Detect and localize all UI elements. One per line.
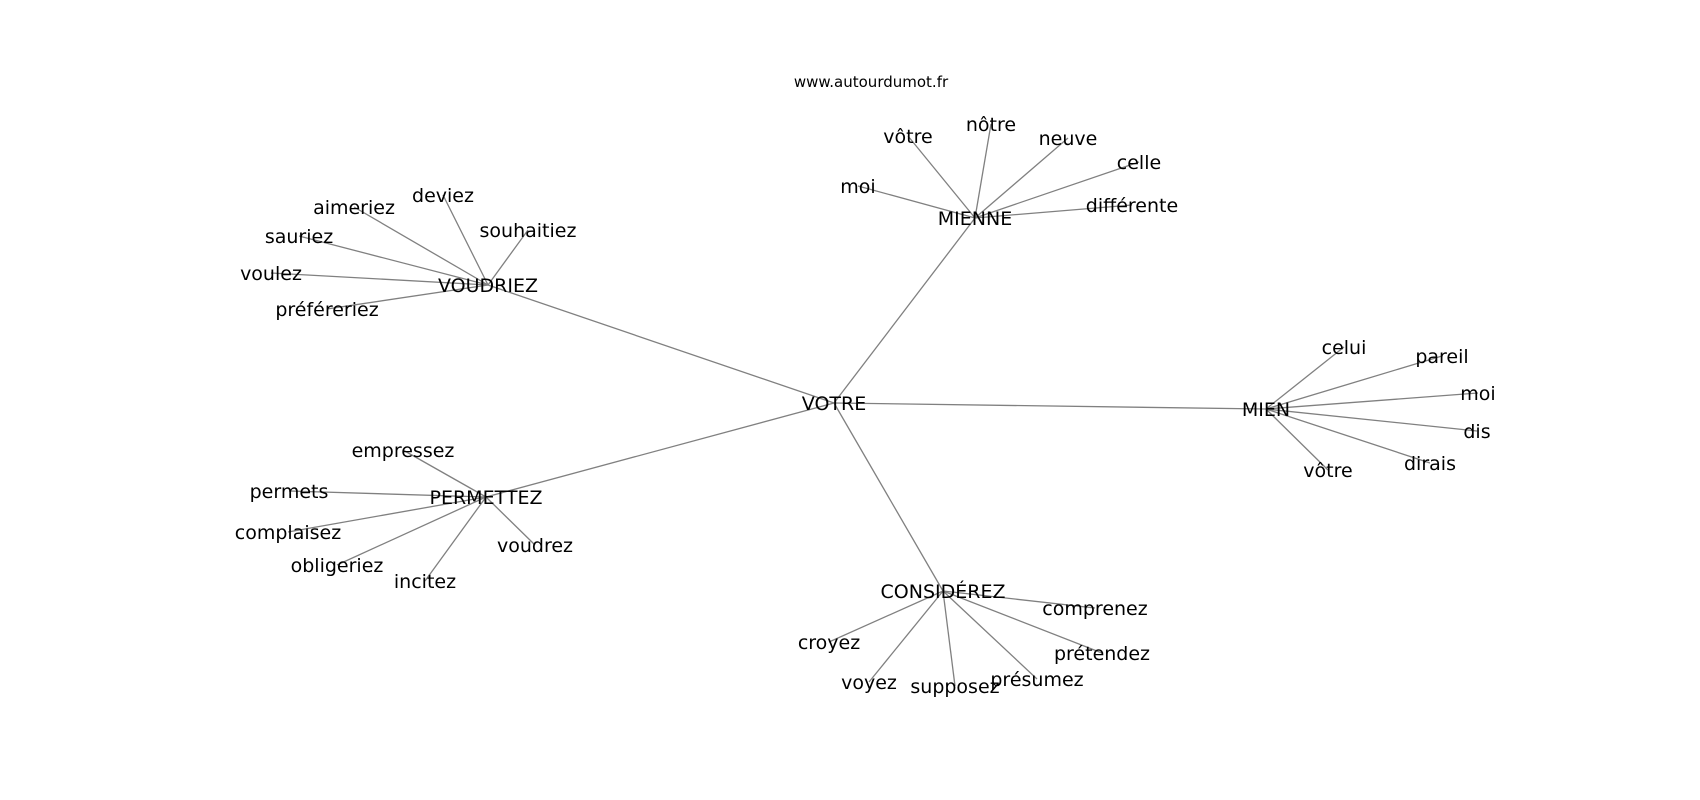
leaf-node-voudriez-prefereriez[interactable]: préféreriez xyxy=(275,299,378,321)
edge-permettez-voudrez xyxy=(485,496,536,546)
edge-considerez-comprenez xyxy=(942,590,1096,609)
edge-considerez-pretendez xyxy=(942,590,1103,654)
leaf-node-mien-celui[interactable]: celui xyxy=(1322,337,1367,359)
edge-considerez-voyez xyxy=(868,590,944,683)
leaf-node-mienne-votre[interactable]: vôtre xyxy=(883,126,932,148)
edge-center-mienne xyxy=(833,217,976,404)
leaf-node-permettez-incitez[interactable]: incitez xyxy=(394,571,456,593)
edge-voudriez-deviez xyxy=(442,194,489,286)
edge-permettez-empressez xyxy=(402,449,487,498)
leaf-node-permettez-empressez[interactable]: empressez xyxy=(352,440,455,462)
leaf-node-mienne-celle[interactable]: celle xyxy=(1117,152,1161,174)
edge-permettez-incitez xyxy=(424,496,487,582)
edge-voudriez-voulez xyxy=(270,272,489,286)
hub-node-voudriez[interactable]: VOUDRIEZ xyxy=(438,275,538,297)
leaf-node-voudriez-sauriez[interactable]: sauriez xyxy=(265,226,333,248)
leaf-node-mien-votre[interactable]: vôtre xyxy=(1303,460,1352,482)
edge-layer xyxy=(270,123,1479,687)
edge-permettez-obligeriez xyxy=(336,496,487,566)
leaf-node-permettez-permets[interactable]: permets xyxy=(250,481,329,503)
edge-mien-dis xyxy=(1265,408,1478,432)
leaf-node-mienne-neuve[interactable]: neuve xyxy=(1039,128,1098,150)
leaf-node-voudriez-souhaitiez[interactable]: souhaitiez xyxy=(480,220,577,242)
leaf-node-permettez-voudrez[interactable]: voudrez xyxy=(497,535,573,557)
leaf-node-considerez-presumez[interactable]: présumez xyxy=(990,669,1083,691)
hub-node-permettez[interactable]: PERMETTEZ xyxy=(430,487,543,509)
leaf-node-mien-dirais[interactable]: dirais xyxy=(1404,453,1456,475)
leaf-node-mien-moi[interactable]: moi xyxy=(1460,383,1495,405)
edge-mien-pareil xyxy=(1265,355,1443,410)
hub-node-considerez[interactable]: CONSIDÉREZ xyxy=(881,580,1006,603)
center-node-votre[interactable]: VOTRE xyxy=(802,393,866,415)
edge-mienne-votre xyxy=(907,135,976,219)
edge-mienne-neuve xyxy=(974,137,1069,219)
leaf-node-mienne-moi[interactable]: moi xyxy=(840,176,875,198)
edge-mien-moi xyxy=(1265,392,1479,410)
site-watermark: www.autourdumot.fr xyxy=(794,73,949,91)
hub-node-mien[interactable]: MIEN xyxy=(1242,399,1290,421)
edge-considerez-presumez xyxy=(942,590,1038,680)
leaf-node-mienne-differente[interactable]: différente xyxy=(1086,195,1178,217)
leaf-node-considerez-comprenez[interactable]: comprenez xyxy=(1042,598,1147,620)
leaf-node-permettez-complaisez[interactable]: complaisez xyxy=(235,522,341,544)
leaf-node-mienne-notre[interactable]: nôtre xyxy=(966,114,1016,136)
leaf-node-mien-pareil[interactable]: pareil xyxy=(1415,346,1468,368)
edge-voudriez-prefereriez xyxy=(326,284,489,310)
edge-center-voudriez xyxy=(487,284,835,404)
edge-mien-celui xyxy=(1265,346,1345,410)
edge-mien-votre xyxy=(1265,408,1329,471)
edge-voudriez-sauriez xyxy=(298,235,489,286)
leaf-node-considerez-supposez[interactable]: supposez xyxy=(910,676,999,698)
leaf-node-mien-dis[interactable]: dis xyxy=(1463,421,1490,443)
edge-mienne-moi xyxy=(857,185,976,219)
label-layer: www.autourdumot.fr VOTRE MIENNE moi vôtre nô… xyxy=(235,73,1496,698)
leaf-node-voudriez-deviez[interactable]: deviez xyxy=(412,185,474,207)
leaf-node-voudriez-aimeriez[interactable]: aimeriez xyxy=(313,197,395,219)
leaf-node-considerez-croyez[interactable]: croyez xyxy=(798,632,860,654)
edge-considerez-supposez xyxy=(942,590,956,687)
edge-permettez-permets xyxy=(288,490,487,498)
edge-mienne-differente xyxy=(974,204,1133,219)
edge-voudriez-souhaitiez xyxy=(487,229,529,286)
edge-center-mien xyxy=(833,402,1267,410)
edge-center-considerez xyxy=(833,402,944,592)
leaf-node-voudriez-voulez[interactable]: voulez xyxy=(240,263,302,285)
edge-center-permettez xyxy=(485,402,835,498)
leaf-node-considerez-voyez[interactable]: voyez xyxy=(841,672,897,694)
hub-node-mienne[interactable]: MIENNE xyxy=(938,208,1012,230)
edge-considerez-croyez xyxy=(828,590,944,643)
leaf-node-permettez-obligeriez[interactable]: obligeriez xyxy=(291,555,384,577)
edge-mienne-celle xyxy=(974,161,1140,219)
edge-voudriez-aimeriez xyxy=(353,206,489,286)
edge-permettez-complaisez xyxy=(287,496,487,533)
leaf-node-considerez-pretendez[interactable]: prétendez xyxy=(1054,643,1150,665)
edge-mien-dirais xyxy=(1265,408,1431,464)
edge-mienne-notre xyxy=(974,123,992,219)
